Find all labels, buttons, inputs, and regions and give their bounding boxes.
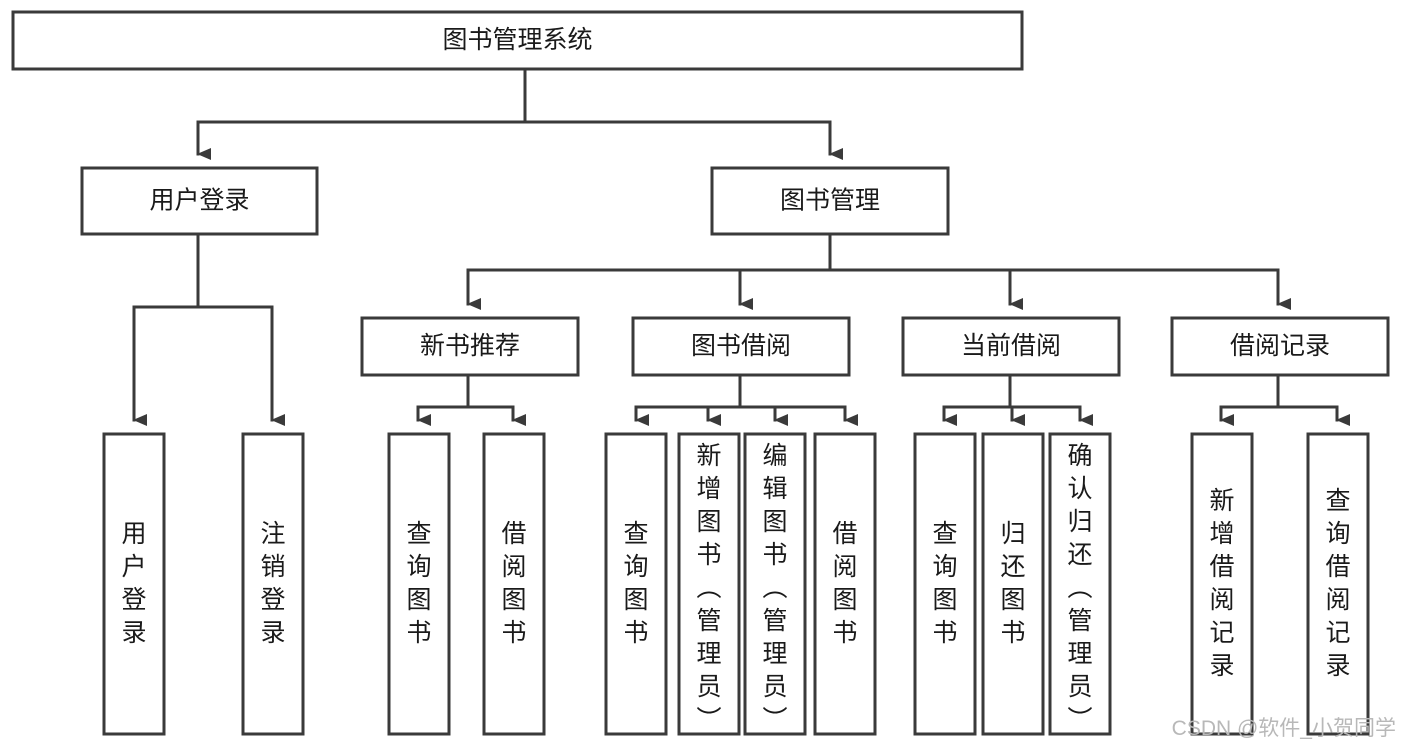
node-leaf-query-book-current[interactable]: 查询图书 [913, 432, 977, 736]
node-box-leaf-borrow-book[interactable] [813, 432, 877, 736]
node-leaf-user-login[interactable]: 用户登录 [102, 432, 166, 736]
node-box-leaf-edit-book[interactable] [743, 432, 807, 736]
node-book-management[interactable]: 图书管理 [710, 166, 950, 236]
node-box-leaf-query-book-current[interactable] [913, 432, 977, 736]
node-new-book-recommend[interactable]: 新书推荐 [360, 316, 580, 377]
node-label-leaf-borrow-book: 借阅图书 [832, 520, 857, 647]
node-label-leaf-add-borrow-record: 新增借阅记录 [1209, 487, 1234, 680]
connector-root-to-level1 [196, 67, 843, 160]
node-current-borrow[interactable]: 当前借阅 [901, 316, 1121, 377]
node-borrow-records[interactable]: 借阅记录 [1170, 316, 1390, 377]
node-label-root: 图书管理系统 [442, 26, 592, 54]
node-label-leaf-logout: 注销登录 [260, 520, 285, 647]
node-label-leaf-query-book-borrow: 查询图书 [623, 520, 648, 647]
node-label-leaf-borrow-book-recommend: 借阅图书 [501, 520, 526, 647]
node-box-new-book-recommend[interactable] [360, 316, 580, 377]
node-leaf-logout[interactable]: 注销登录 [241, 432, 305, 736]
node-box-leaf-return-book[interactable] [981, 432, 1045, 736]
node-box-leaf-query-book-recommend[interactable] [387, 432, 451, 736]
connector-borrow-records-to-leaves [1219, 373, 1350, 426]
csdn-watermark: CSDN @软件_小贺同学 [1172, 717, 1396, 740]
node-label-leaf-query-borrow-record: 查询借阅记录 [1325, 487, 1350, 680]
connector-new-book-recommend-to-leaves [416, 373, 526, 426]
node-leaf-query-book-recommend[interactable]: 查询图书 [387, 432, 451, 736]
node-label-leaf-query-book-recommend: 查询图书 [406, 520, 431, 647]
node-box-leaf-add-borrow-record[interactable] [1190, 432, 1254, 736]
node-box-leaf-add-book[interactable] [677, 432, 741, 736]
node-leaf-add-book[interactable]: 新增图书︵管理员︶ [677, 432, 741, 736]
node-box-book-management[interactable] [710, 166, 950, 236]
node-box-leaf-query-borrow-record[interactable] [1306, 432, 1370, 736]
connectors-layer [132, 67, 1350, 426]
node-box-leaf-confirm-return[interactable] [1048, 432, 1112, 736]
node-label-leaf-add-book: 新增图书︵管理员︶ [696, 442, 721, 734]
node-label-leaf-return-book: 归还图书 [1000, 520, 1025, 647]
node-leaf-query-borrow-record[interactable]: 查询借阅记录 [1306, 432, 1370, 736]
node-leaf-confirm-return[interactable]: 确认归还︵管理员︶ [1048, 432, 1112, 736]
node-label-new-book-recommend: 新书推荐 [420, 332, 520, 360]
node-box-borrow-records[interactable] [1170, 316, 1390, 377]
node-label-book-management: 图书管理 [780, 187, 880, 215]
node-box-leaf-logout[interactable] [241, 432, 305, 736]
node-label-leaf-edit-book: 编辑图书︵管理员︶ [762, 442, 787, 734]
connector-book-borrow-to-leaves [634, 373, 858, 426]
node-box-leaf-borrow-book-recommend[interactable] [482, 432, 546, 736]
node-leaf-edit-book[interactable]: 编辑图书︵管理员︶ [743, 432, 807, 736]
node-label-leaf-user-login: 用户登录 [121, 520, 146, 647]
connector-book-management-to-level2 [466, 232, 1291, 310]
node-box-leaf-user-login[interactable] [102, 432, 166, 736]
node-label-book-borrow: 图书借阅 [691, 332, 791, 360]
node-leaf-borrow-book-recommend[interactable]: 借阅图书 [482, 432, 546, 736]
node-leaf-add-borrow-record[interactable]: 新增借阅记录 [1190, 432, 1254, 736]
connector-user-login-to-leaves [132, 232, 285, 426]
node-leaf-query-book-borrow[interactable]: 查询图书 [604, 432, 668, 736]
node-leaf-return-book[interactable]: 归还图书 [981, 432, 1045, 736]
node-root[interactable]: 图书管理系统 [11, 10, 1024, 71]
node-label-current-borrow: 当前借阅 [961, 332, 1061, 360]
node-label-leaf-confirm-return: 确认归还︵管理员︶ [1067, 442, 1092, 734]
node-box-leaf-query-book-borrow[interactable] [604, 432, 668, 736]
node-book-borrow[interactable]: 图书借阅 [631, 316, 851, 377]
node-box-user-login[interactable] [80, 166, 319, 236]
node-label-borrow-records: 借阅记录 [1230, 332, 1330, 360]
node-box-current-borrow[interactable] [901, 316, 1121, 377]
node-box-root[interactable] [11, 10, 1024, 71]
boxes-layer: 图书管理系统用户登录图书管理新书推荐图书借阅当前借阅借阅记录用户登录注销登录查询… [11, 10, 1390, 736]
node-leaf-borrow-book[interactable]: 借阅图书 [813, 432, 877, 736]
node-label-leaf-query-book-current: 查询图书 [932, 520, 957, 647]
node-label-user-login: 用户登录 [149, 187, 249, 215]
connector-current-borrow-to-leaves [942, 373, 1093, 426]
node-box-book-borrow[interactable] [631, 316, 851, 377]
node-user-login[interactable]: 用户登录 [80, 166, 319, 236]
